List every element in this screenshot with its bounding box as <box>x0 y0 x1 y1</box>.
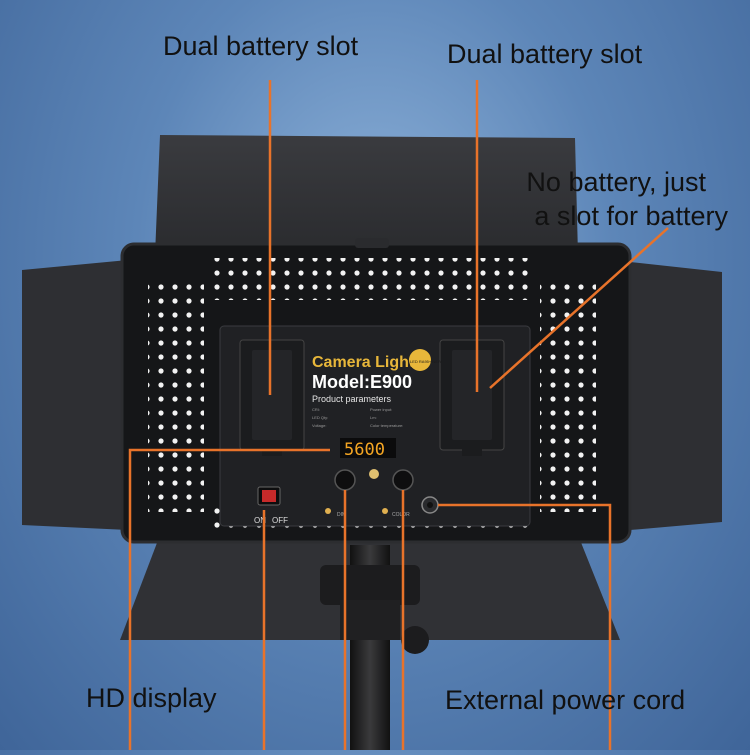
switch-on-label: ON <box>254 516 266 525</box>
hd-display <box>340 438 396 458</box>
led-badge <box>409 349 431 371</box>
dim-knob <box>334 469 356 491</box>
spec-lines: CRI: Power input: LED Qty: Lm: Voltage: … <box>312 407 403 428</box>
mount-bracket <box>320 565 420 605</box>
spec-line: CRI: <box>312 407 320 412</box>
color-icon <box>382 508 388 514</box>
callout-lines <box>128 80 669 750</box>
color-knob <box>392 469 414 491</box>
vent-holes-left <box>148 280 204 512</box>
brand-text: Camera Light <box>312 354 415 371</box>
spec-line: Color temperature: <box>370 423 403 428</box>
barn-door-top <box>155 135 578 255</box>
led-badge-text: LED RA95+ NEW <box>410 359 442 364</box>
switch-off-label: OFF <box>272 516 288 525</box>
status-indicator <box>369 469 379 479</box>
spec-line: Voltage: <box>312 423 326 428</box>
display-value: 5600 <box>344 440 385 460</box>
mount-knob <box>401 626 429 654</box>
callout-external-power: External power cord <box>445 685 686 715</box>
spec-line: Lm: <box>370 415 377 420</box>
battery-slot-right <box>439 339 505 456</box>
battery-slot-left <box>239 339 305 456</box>
model-text: Model:E900 <box>312 372 412 392</box>
callout-no-battery-line2: a slot for battery <box>534 201 728 231</box>
barn-door-right <box>630 262 722 530</box>
spec-line: Power input: <box>370 407 392 412</box>
dim-label: DIM <box>337 512 346 518</box>
color-label: COLOR <box>392 512 410 518</box>
callout-battery-slot-left: Dual battery slot <box>163 31 359 61</box>
leader-hd-display <box>128 448 330 750</box>
dim-icon <box>325 508 331 514</box>
vent-holes-right <box>540 280 596 512</box>
callout-no-battery-line1: No battery, just <box>526 167 706 197</box>
leader-no-battery <box>489 227 669 389</box>
leader-external-power <box>438 503 612 750</box>
params-heading: Product parameters <box>312 394 392 404</box>
barn-door-left <box>22 260 128 530</box>
spec-line: LED Qty: <box>312 415 328 420</box>
callout-hd-display: HD display <box>86 683 217 713</box>
panel-handle <box>355 238 389 248</box>
vent-holes-top <box>210 258 536 300</box>
callout-battery-slot-right: Dual battery slot <box>447 39 643 69</box>
